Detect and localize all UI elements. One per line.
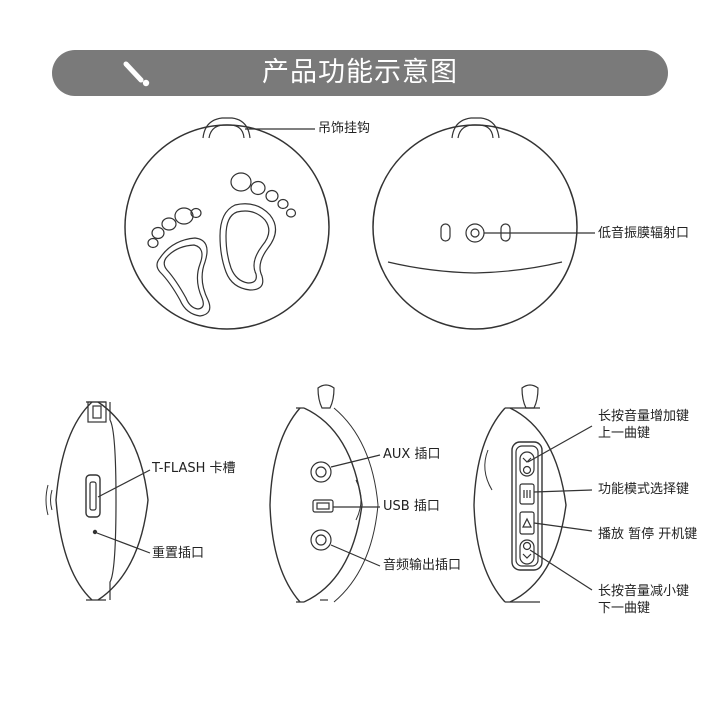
play-key-icon bbox=[519, 511, 535, 535]
label-hanging-hook: 吊饰挂钩 bbox=[318, 121, 371, 136]
label-usb-port: USB 插口 bbox=[383, 499, 440, 514]
front-body bbox=[124, 124, 330, 330]
back-view bbox=[372, 117, 595, 330]
tflash-slot bbox=[85, 474, 101, 518]
aux-port bbox=[310, 461, 332, 483]
screwdriver-icon bbox=[123, 61, 150, 87]
label-mode-key: 功能模式选择键 bbox=[598, 482, 690, 497]
label-play-key: 播放 暂停 开机键 bbox=[598, 527, 698, 542]
front-hook bbox=[202, 117, 251, 139]
mode-key-icon bbox=[519, 483, 535, 505]
label-reset-hole: 重置插口 bbox=[152, 546, 205, 561]
back-hook bbox=[451, 117, 500, 139]
vol-down-key-icon bbox=[519, 539, 535, 565]
button-panel bbox=[511, 441, 543, 571]
label-vol-up-line2: 上一曲键 bbox=[598, 426, 651, 441]
reset-hole bbox=[92, 529, 98, 535]
label-vol-down-line2: 下一曲键 bbox=[598, 601, 651, 616]
label-vol-down-line1: 长按音量减小键 bbox=[598, 584, 690, 599]
title-banner: 产品功能示意图 bbox=[52, 50, 668, 96]
label-tflash-slot: T-FLASH 卡槽 bbox=[152, 461, 236, 476]
footprint-left-icon bbox=[147, 207, 211, 317]
label-bass-radiator: 低音振膜辐射口 bbox=[598, 226, 690, 241]
vol-up-key-icon bbox=[519, 451, 535, 477]
label-aux-port: AUX 插口 bbox=[383, 447, 441, 462]
page-title: 产品功能示意图 bbox=[262, 57, 458, 88]
label-vol-up-line1: 长按音量增加键 bbox=[598, 409, 690, 424]
audio-out-port bbox=[310, 529, 332, 551]
side-view-right bbox=[473, 384, 593, 603]
side-view-left bbox=[45, 401, 151, 601]
usb-port bbox=[312, 499, 334, 513]
side-view-middle bbox=[269, 384, 381, 603]
label-audio-out: 音频输出插口 bbox=[383, 558, 462, 573]
back-body bbox=[372, 124, 578, 330]
front-view bbox=[124, 117, 330, 330]
footprint-right-icon bbox=[219, 172, 297, 291]
